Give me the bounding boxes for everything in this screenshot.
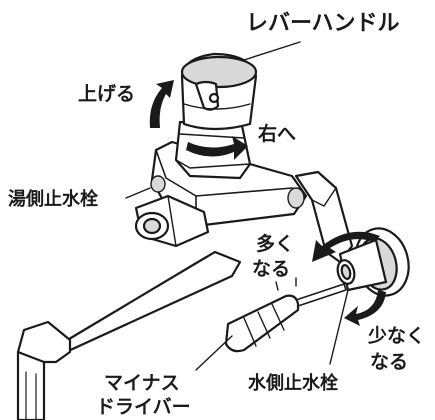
right-arrow bbox=[186, 136, 248, 160]
less-label-line1: 少なく bbox=[367, 325, 425, 347]
hot-valve-leader bbox=[125, 187, 151, 199]
screwdriver-leader bbox=[195, 335, 233, 371]
more-label-line2: なる bbox=[252, 258, 290, 280]
raise-label: 上げる bbox=[78, 83, 135, 105]
cold-stop-valve bbox=[336, 227, 410, 297]
flathead-label-line1: マイナス bbox=[104, 372, 180, 394]
tick-a bbox=[275, 281, 279, 291]
hot-stop-valve-label: 湯側止水栓 bbox=[8, 188, 98, 210]
lever-handle-leader bbox=[243, 41, 301, 61]
lever-handle-label: レバーハンドル bbox=[246, 11, 400, 36]
flathead-label-line2: ドライバー bbox=[96, 396, 191, 418]
up-arrow bbox=[149, 80, 174, 128]
more-label-line1: 多く bbox=[256, 232, 294, 255]
to-right-label: 右へ bbox=[257, 122, 296, 145]
cold-stop-valve-label: 水側止水栓 bbox=[248, 372, 338, 394]
lever-handle bbox=[180, 52, 258, 131]
clockwise-arrow bbox=[344, 290, 386, 326]
counterclockwise-arrow bbox=[312, 231, 380, 262]
hot-stop-valve bbox=[134, 175, 210, 248]
flathead-screwdriver bbox=[224, 283, 347, 353]
less-label-line2: なる bbox=[370, 351, 408, 373]
cold-valve-leader bbox=[329, 289, 349, 365]
spout bbox=[16, 250, 242, 420]
